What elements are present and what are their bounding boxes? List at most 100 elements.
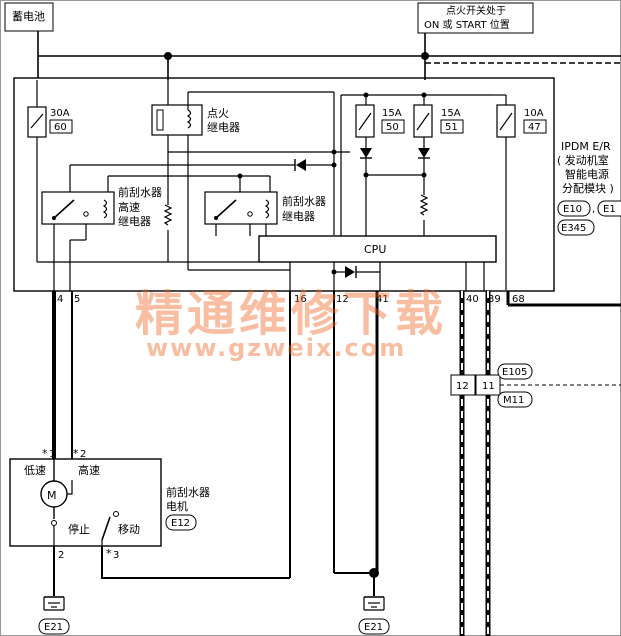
svg-text:2: 2 [80, 449, 86, 460]
wiper-high-speed-relay: 前刮水器 高速 继电器 [41, 185, 162, 228]
svg-text:前刮水器: 前刮水器 [282, 194, 326, 208]
svg-text:1: 1 [49, 449, 55, 460]
dashed-harness [459, 291, 491, 636]
svg-text:继电器: 继电器 [282, 210, 315, 223]
fuse-30a: 30A 60 [27, 106, 73, 138]
svg-text:ON 或 START 位置: ON 或 START 位置 [424, 18, 510, 31]
svg-text:移动: 移动 [118, 523, 140, 536]
junction-dot [331, 149, 337, 155]
junction-dot [331, 269, 337, 275]
battery-label: 蓄电池 [4, 2, 54, 32]
svg-text:E21: E21 [44, 622, 63, 633]
svg-text:继电器: 继电器 [207, 121, 240, 134]
svg-text:精通维修下载: 精通维修下载 [135, 286, 447, 342]
svg-text:40: 40 [466, 294, 479, 305]
junction-dot [363, 92, 369, 98]
svg-text:前刮水器: 前刮水器 [118, 185, 162, 199]
svg-text:电机: 电机 [166, 499, 188, 513]
ipdm-box [13, 77, 555, 292]
svg-text:12: 12 [336, 294, 349, 305]
svg-text:IPDM E/R: IPDM E/R [561, 140, 611, 153]
svg-text:,: , [592, 204, 595, 215]
svg-text:10A: 10A [524, 108, 544, 119]
junction-dot [331, 162, 337, 168]
svg-text:E12: E12 [171, 518, 190, 529]
svg-text:E21: E21 [364, 622, 383, 633]
svg-text:12: 12 [456, 381, 469, 392]
ignition-relay: 点火 继电器 [151, 104, 240, 136]
svg-text:41: 41 [376, 294, 389, 305]
svg-text:15A: 15A [441, 108, 461, 119]
fuse-15a-51: 15A 51 [413, 104, 464, 138]
fuse-outputs [365, 137, 425, 238]
star-markers: * 1 * 2 * 3 [42, 447, 119, 561]
fuse-47-wires [491, 94, 507, 290]
svg-text:30A: 30A [50, 108, 70, 119]
svg-text:E345: E345 [561, 223, 586, 234]
ground-wires: 2 [53, 546, 377, 596]
svg-text:50: 50 [386, 122, 399, 133]
svg-text:高速: 高速 [118, 200, 140, 214]
top-bus-wires [37, 31, 621, 80]
ignition-switch-label: 点火开关处于 ON 或 START 位置 [417, 2, 534, 34]
svg-text:16: 16 [294, 294, 307, 305]
wiper-motor: 低速 高速 M 停止 移动 [9, 458, 162, 547]
connector-e21-right: E21 [358, 618, 390, 635]
junction-dot [237, 173, 243, 179]
wiper-relay: 前刮水器 继电器 [204, 191, 326, 225]
connector-e105-m11: 12 11 E105 M11 [450, 363, 621, 408]
diode-icon [296, 159, 306, 171]
svg-text:2: 2 [58, 550, 64, 561]
svg-text:继电器: 继电器 [118, 215, 151, 228]
svg-text:( 发动机室: ( 发动机室 [557, 153, 609, 167]
high-relay-wires [53, 224, 87, 291]
svg-text:E1: E1 [603, 204, 616, 215]
svg-text:点火: 点火 [207, 107, 229, 120]
diode-icon [418, 148, 430, 158]
svg-text:*: * [106, 547, 112, 560]
junction-dot [164, 52, 172, 60]
ground-icon [363, 596, 385, 611]
motor-label: 前刮水器 电机 E12 [165, 485, 210, 531]
svg-text:分配模块 ): 分配模块 ) [562, 182, 614, 195]
svg-text:E10: E10 [563, 204, 582, 215]
ignition-relay-wires [167, 80, 350, 271]
svg-text:智能电源: 智能电源 [565, 167, 609, 181]
junction-dot [421, 52, 429, 60]
ipdm-label: IPDM E/R ( 发动机室 智能电源 分配模块 ) [557, 140, 614, 195]
terminal-labels: 4 5 16 12 41 40 39 68 [57, 294, 525, 305]
cpu-block: CPU [258, 235, 497, 263]
svg-text:51: 51 [445, 122, 458, 133]
svg-text:前刮水器: 前刮水器 [166, 485, 210, 499]
connector-e345: E345 [557, 219, 595, 236]
svg-text:M11: M11 [503, 395, 524, 406]
fuse-15a-50: 15A 50 [355, 104, 405, 138]
svg-text:3: 3 [113, 550, 119, 561]
svg-text:低速: 低速 [24, 464, 46, 477]
svg-text:蓄电池: 蓄电池 [12, 10, 45, 23]
cpu-output-wires [289, 262, 485, 291]
svg-text:CPU: CPU [364, 243, 386, 256]
harness-wires [52, 291, 621, 578]
svg-text:*: * [42, 447, 48, 460]
svg-text:*: * [73, 447, 79, 460]
resistor-icon [163, 204, 173, 226]
svg-text:4: 4 [57, 294, 63, 305]
relay-control-wire [69, 164, 334, 192]
svg-text:11: 11 [482, 381, 495, 392]
junction-dot [421, 92, 427, 98]
junction-dot [369, 568, 379, 578]
wiper-relay-wires [215, 224, 267, 236]
svg-text:47: 47 [528, 122, 541, 133]
connector-e10: E10 , [557, 200, 595, 217]
svg-text:5: 5 [74, 294, 80, 305]
svg-text:高速: 高速 [78, 463, 100, 477]
watermark: 精通维修下载 www.gzweix.com [135, 286, 447, 362]
fuse-10a-47: 10A 47 [496, 104, 547, 138]
svg-text:39: 39 [488, 294, 501, 305]
svg-text:68: 68 [512, 294, 525, 305]
svg-text:点火开关处于: 点火开关处于 [446, 4, 506, 17]
connector-e1: E1 [597, 200, 621, 217]
svg-text:www.gzweix.com: www.gzweix.com [146, 334, 406, 362]
